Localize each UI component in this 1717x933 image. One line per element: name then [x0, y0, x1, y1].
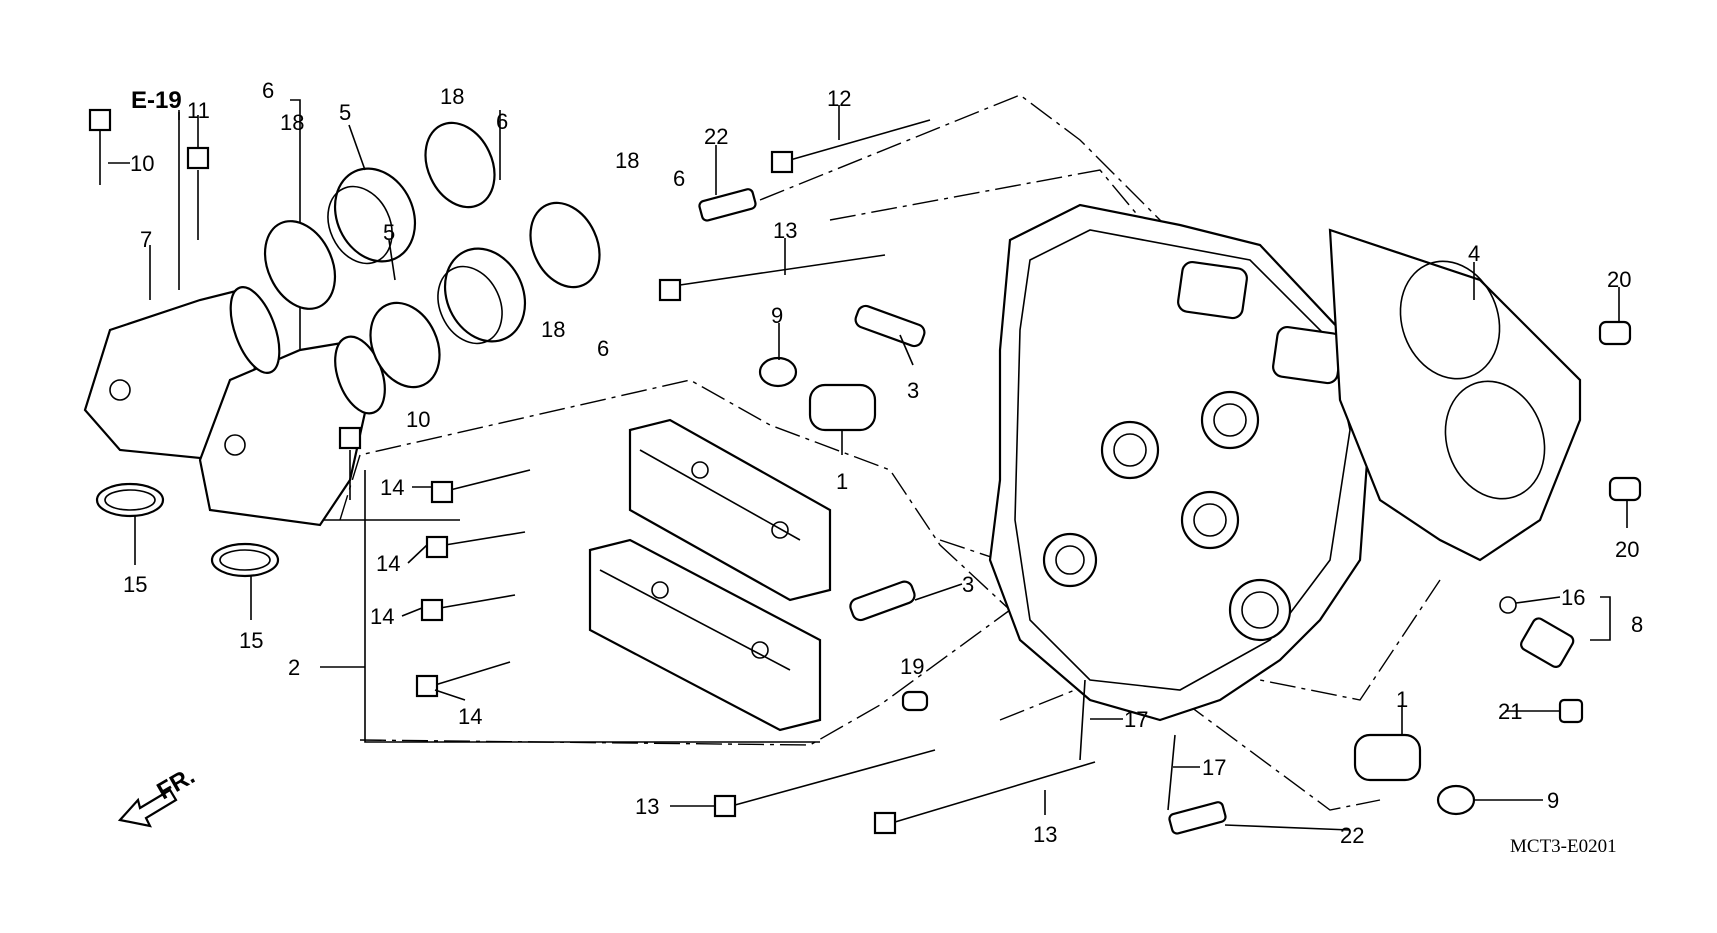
callout-6: 6: [673, 166, 685, 191]
leader-lines: [108, 105, 1628, 831]
cylinder-head: [988, 203, 1372, 722]
callout-18: 18: [280, 110, 304, 135]
callout-2: 2: [288, 655, 300, 680]
callout-13: 13: [1033, 822, 1057, 847]
camshaft-holders: [588, 418, 832, 732]
callout-14: 14: [370, 604, 394, 629]
water-joint: [83, 286, 386, 527]
callout-10: 10: [130, 151, 154, 176]
head-gasket: [1328, 228, 1582, 562]
callout-4: 4: [1468, 241, 1480, 266]
callout-12: 12: [827, 86, 851, 111]
small-parts: [698, 188, 1642, 835]
callout-10: 10: [406, 407, 430, 432]
callout-22: 22: [1340, 823, 1364, 848]
callout-13: 13: [773, 218, 797, 243]
callout-1: 1: [836, 469, 848, 494]
callout-9: 9: [771, 303, 783, 328]
callout-3: 3: [907, 378, 919, 403]
diagram-code: MCT3-E0201: [1510, 836, 1617, 857]
callout-18: 18: [615, 148, 639, 173]
callout-19: 19: [900, 654, 924, 679]
assembly-lines: [290, 94, 1441, 811]
reference-label[interactable]: E-19: [131, 87, 182, 114]
callout-16: 16: [1561, 585, 1585, 610]
callout-6: 6: [597, 336, 609, 361]
callout-14: 14: [376, 551, 400, 576]
callout-13: 13: [635, 794, 659, 819]
callout-11: 11: [187, 98, 210, 123]
callouts: 1 1 2 3 3 4 5 5 6 6 6 6 7 8 9 9 10 10 11…: [123, 78, 1643, 848]
callout-8: 8: [1631, 612, 1643, 637]
callout-20: 20: [1615, 537, 1639, 562]
o-rings: [95, 482, 280, 578]
callout-6: 6: [262, 78, 274, 103]
callout-14: 14: [380, 475, 404, 500]
callout-17: 17: [1124, 707, 1148, 732]
callout-6: 6: [496, 109, 508, 134]
callout-5: 5: [339, 100, 351, 125]
callout-18: 18: [440, 84, 464, 109]
callout-17: 17: [1202, 755, 1226, 780]
callout-15: 15: [239, 628, 263, 653]
callout-15: 15: [123, 572, 147, 597]
callout-9: 9: [1547, 788, 1559, 813]
callout-20: 20: [1607, 267, 1631, 292]
callout-14: 14: [458, 704, 482, 729]
insulators-and-clamps: [263, 121, 601, 389]
callout-18: 18: [541, 317, 565, 342]
callout-21: 21: [1498, 699, 1522, 724]
callout-1: 1: [1396, 687, 1408, 712]
callout-3: 3: [962, 572, 974, 597]
callout-7: 7: [140, 227, 152, 252]
callout-5: 5: [383, 220, 395, 245]
bolts: [88, 108, 1176, 835]
front-direction-arrow: FR.: [117, 762, 199, 828]
callout-22: 22: [704, 124, 728, 149]
